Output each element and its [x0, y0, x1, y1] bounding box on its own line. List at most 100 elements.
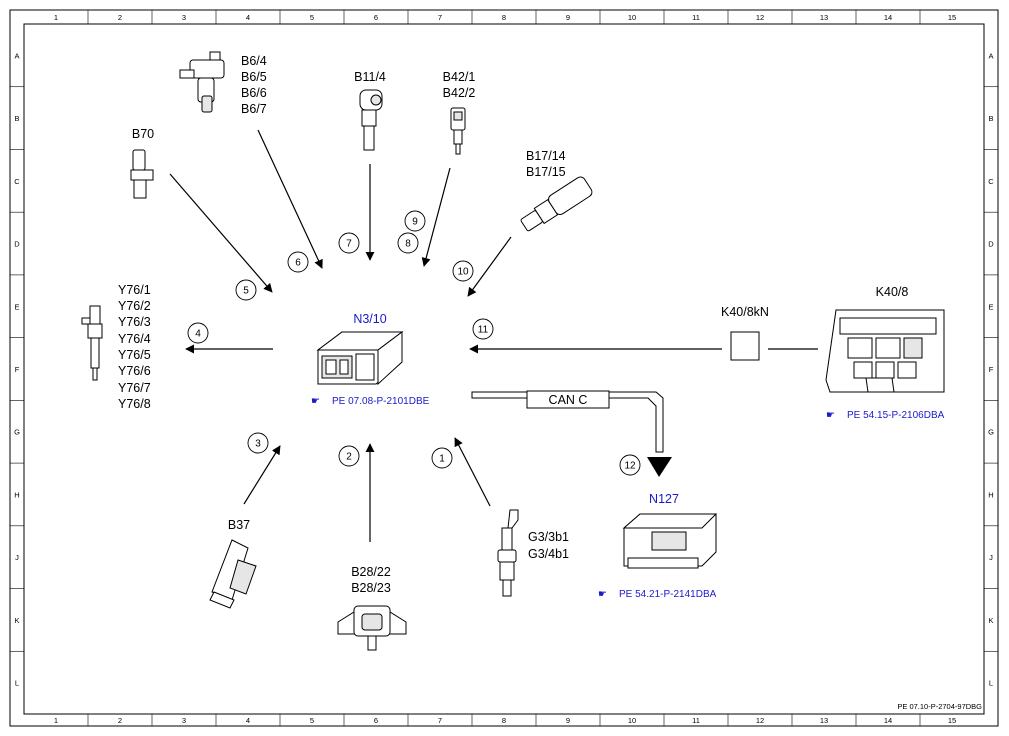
component-g3[interactable]: G3/3b1 G3/4b1 [497, 509, 569, 597]
signal-number-12: 12 [619, 454, 641, 476]
hand-pointer-icon: ☛ [598, 589, 607, 600]
grid-col-bottom-15: 15 [948, 716, 956, 725]
label-y76-7: Y76/7 [118, 381, 151, 395]
signal-number-4: 4 [187, 322, 209, 344]
label-y76-5: Y76/5 [118, 348, 151, 362]
camshaft-sensor-icon [179, 51, 225, 113]
signal-arrows [169, 129, 818, 542]
intake-temp-sensor-icon [520, 176, 593, 232]
label-b17-15: B17/15 [526, 165, 566, 179]
component-n127[interactable]: N127 ☛ PE 54.21-P-2141DBA [598, 492, 718, 600]
grid-col-bottom-4: 4 [246, 716, 250, 725]
hand-pointer-icon: ☛ [311, 396, 320, 407]
n127-ref-link[interactable]: PE 54.21-P-2141DBA [619, 589, 717, 600]
component-y76[interactable]: Y76/1 Y76/2 Y76/3 Y76/4 Y76/5 Y76/6 Y76/… [81, 283, 151, 411]
grid-col-top-4: 4 [246, 13, 250, 22]
grid-row-right-G: G [988, 428, 994, 437]
label-b37: B37 [228, 518, 250, 532]
grid-row-left-D: D [14, 240, 20, 249]
grid-col-top-9: 9 [566, 13, 570, 22]
ecu-ref-link[interactable]: PE 07.08-P-2101DBE [332, 396, 430, 407]
grid-row-left-E: E [14, 302, 19, 311]
label-b28-23: B28/23 [351, 581, 391, 595]
label-y76-2: Y76/2 [118, 299, 151, 313]
grid-row-right-H: H [988, 490, 993, 499]
label-y76-8: Y76/8 [118, 397, 151, 411]
signal-number-7: 7 [338, 232, 360, 254]
signal-number-6: 6 [287, 251, 309, 273]
grid-col-top-8: 8 [502, 13, 506, 22]
grid-col-bottom-3: 3 [182, 716, 186, 725]
arrow-6 [257, 129, 323, 269]
signal-number-9: 9 [404, 210, 426, 232]
signal-number-11: 11 [472, 318, 494, 340]
grid-row-right-K: K [988, 616, 993, 625]
crankshaft-sensor-icon [130, 149, 154, 199]
label-b42-1: B42/1 [443, 70, 476, 84]
signal-number-8: 8 [397, 232, 419, 254]
label-b70: B70 [132, 127, 154, 141]
component-k40-8[interactable]: K40/8 ☛ PE 54.15-P-2106DBA [825, 285, 945, 421]
grid-col-bottom-1: 1 [54, 716, 58, 725]
svg-text:9: 9 [412, 217, 418, 228]
grid-col-bottom-14: 14 [884, 716, 892, 725]
grid-row-left-A: A [14, 51, 19, 60]
svg-text:11: 11 [478, 325, 489, 336]
grid-ticks [10, 10, 998, 726]
component-b11-4[interactable]: B11/4 [354, 70, 386, 151]
n127-code: N127 [649, 492, 679, 506]
signal-number-10: 10 [452, 260, 474, 282]
grid-col-bottom-9: 9 [566, 716, 570, 725]
svg-text:8: 8 [405, 239, 411, 250]
svg-text:1: 1 [439, 454, 445, 465]
svg-text:6: 6 [295, 258, 301, 269]
component-b37[interactable]: B37 [209, 518, 257, 609]
grid-row-right-F: F [989, 365, 994, 374]
label-b42-2: B42/2 [443, 86, 476, 100]
component-b17[interactable]: B17/14 B17/15 [518, 149, 594, 235]
grid-row-right-E: E [988, 302, 993, 311]
grid-row-right-L: L [989, 679, 993, 688]
label-b17-14: B17/14 [526, 149, 566, 163]
arrow-3 [243, 445, 281, 505]
grid-row-right-J: J [989, 553, 993, 562]
svg-text:2: 2 [346, 452, 352, 463]
svg-text:5: 5 [243, 286, 249, 297]
grid-col-top-6: 6 [374, 13, 378, 22]
grid-row-left-K: K [14, 616, 19, 625]
arrow-5 [169, 173, 273, 293]
oxygen-sensor-icon [497, 509, 519, 597]
signal-number-2: 2 [338, 445, 360, 467]
arrow-8-9 [421, 167, 451, 267]
grid-col-top-15: 15 [948, 13, 956, 22]
pressure-sensor-b28-icon [337, 605, 407, 651]
grid-col-top-7: 7 [438, 13, 442, 22]
outer-frame [9, 9, 999, 727]
injector-icon [81, 305, 103, 381]
label-y76-6: Y76/6 [118, 364, 151, 378]
signal-number-5: 5 [235, 279, 257, 301]
grid-col-top-1: 1 [54, 13, 58, 22]
grid-col-top-5: 5 [310, 13, 314, 22]
can-label: CAN C [549, 393, 588, 407]
component-b42[interactable]: B42/1 B42/2 [443, 70, 476, 155]
relay-icon [730, 331, 760, 361]
label-b6-4: B6/4 [241, 54, 267, 68]
svg-text:3: 3 [255, 439, 261, 450]
can-arrowhead [647, 457, 672, 477]
grid-col-top-11: 11 [692, 13, 700, 22]
grid-row-left-B: B [14, 114, 19, 123]
grid-col-bottom-8: 8 [502, 716, 506, 725]
k40-ref-link[interactable]: PE 54.15-P-2106DBA [847, 410, 945, 421]
component-b6[interactable]: B6/4 B6/5 B6/6 B6/7 [179, 51, 267, 116]
label-y76-4: Y76/4 [118, 332, 151, 346]
coolant-temp-sensor-icon [359, 89, 383, 151]
svg-text:4: 4 [195, 329, 201, 340]
ecu-n3-10[interactable]: N3/10 ☛ PE 07.08-P-2101DBE [311, 312, 430, 407]
component-b28[interactable]: B28/22 B28/23 [337, 565, 407, 651]
ecu-code: N3/10 [353, 312, 386, 326]
component-b70[interactable]: B70 [130, 127, 154, 199]
component-k40-8kn[interactable]: K40/8kN [721, 305, 769, 361]
label-k40-8: K40/8 [876, 285, 909, 299]
